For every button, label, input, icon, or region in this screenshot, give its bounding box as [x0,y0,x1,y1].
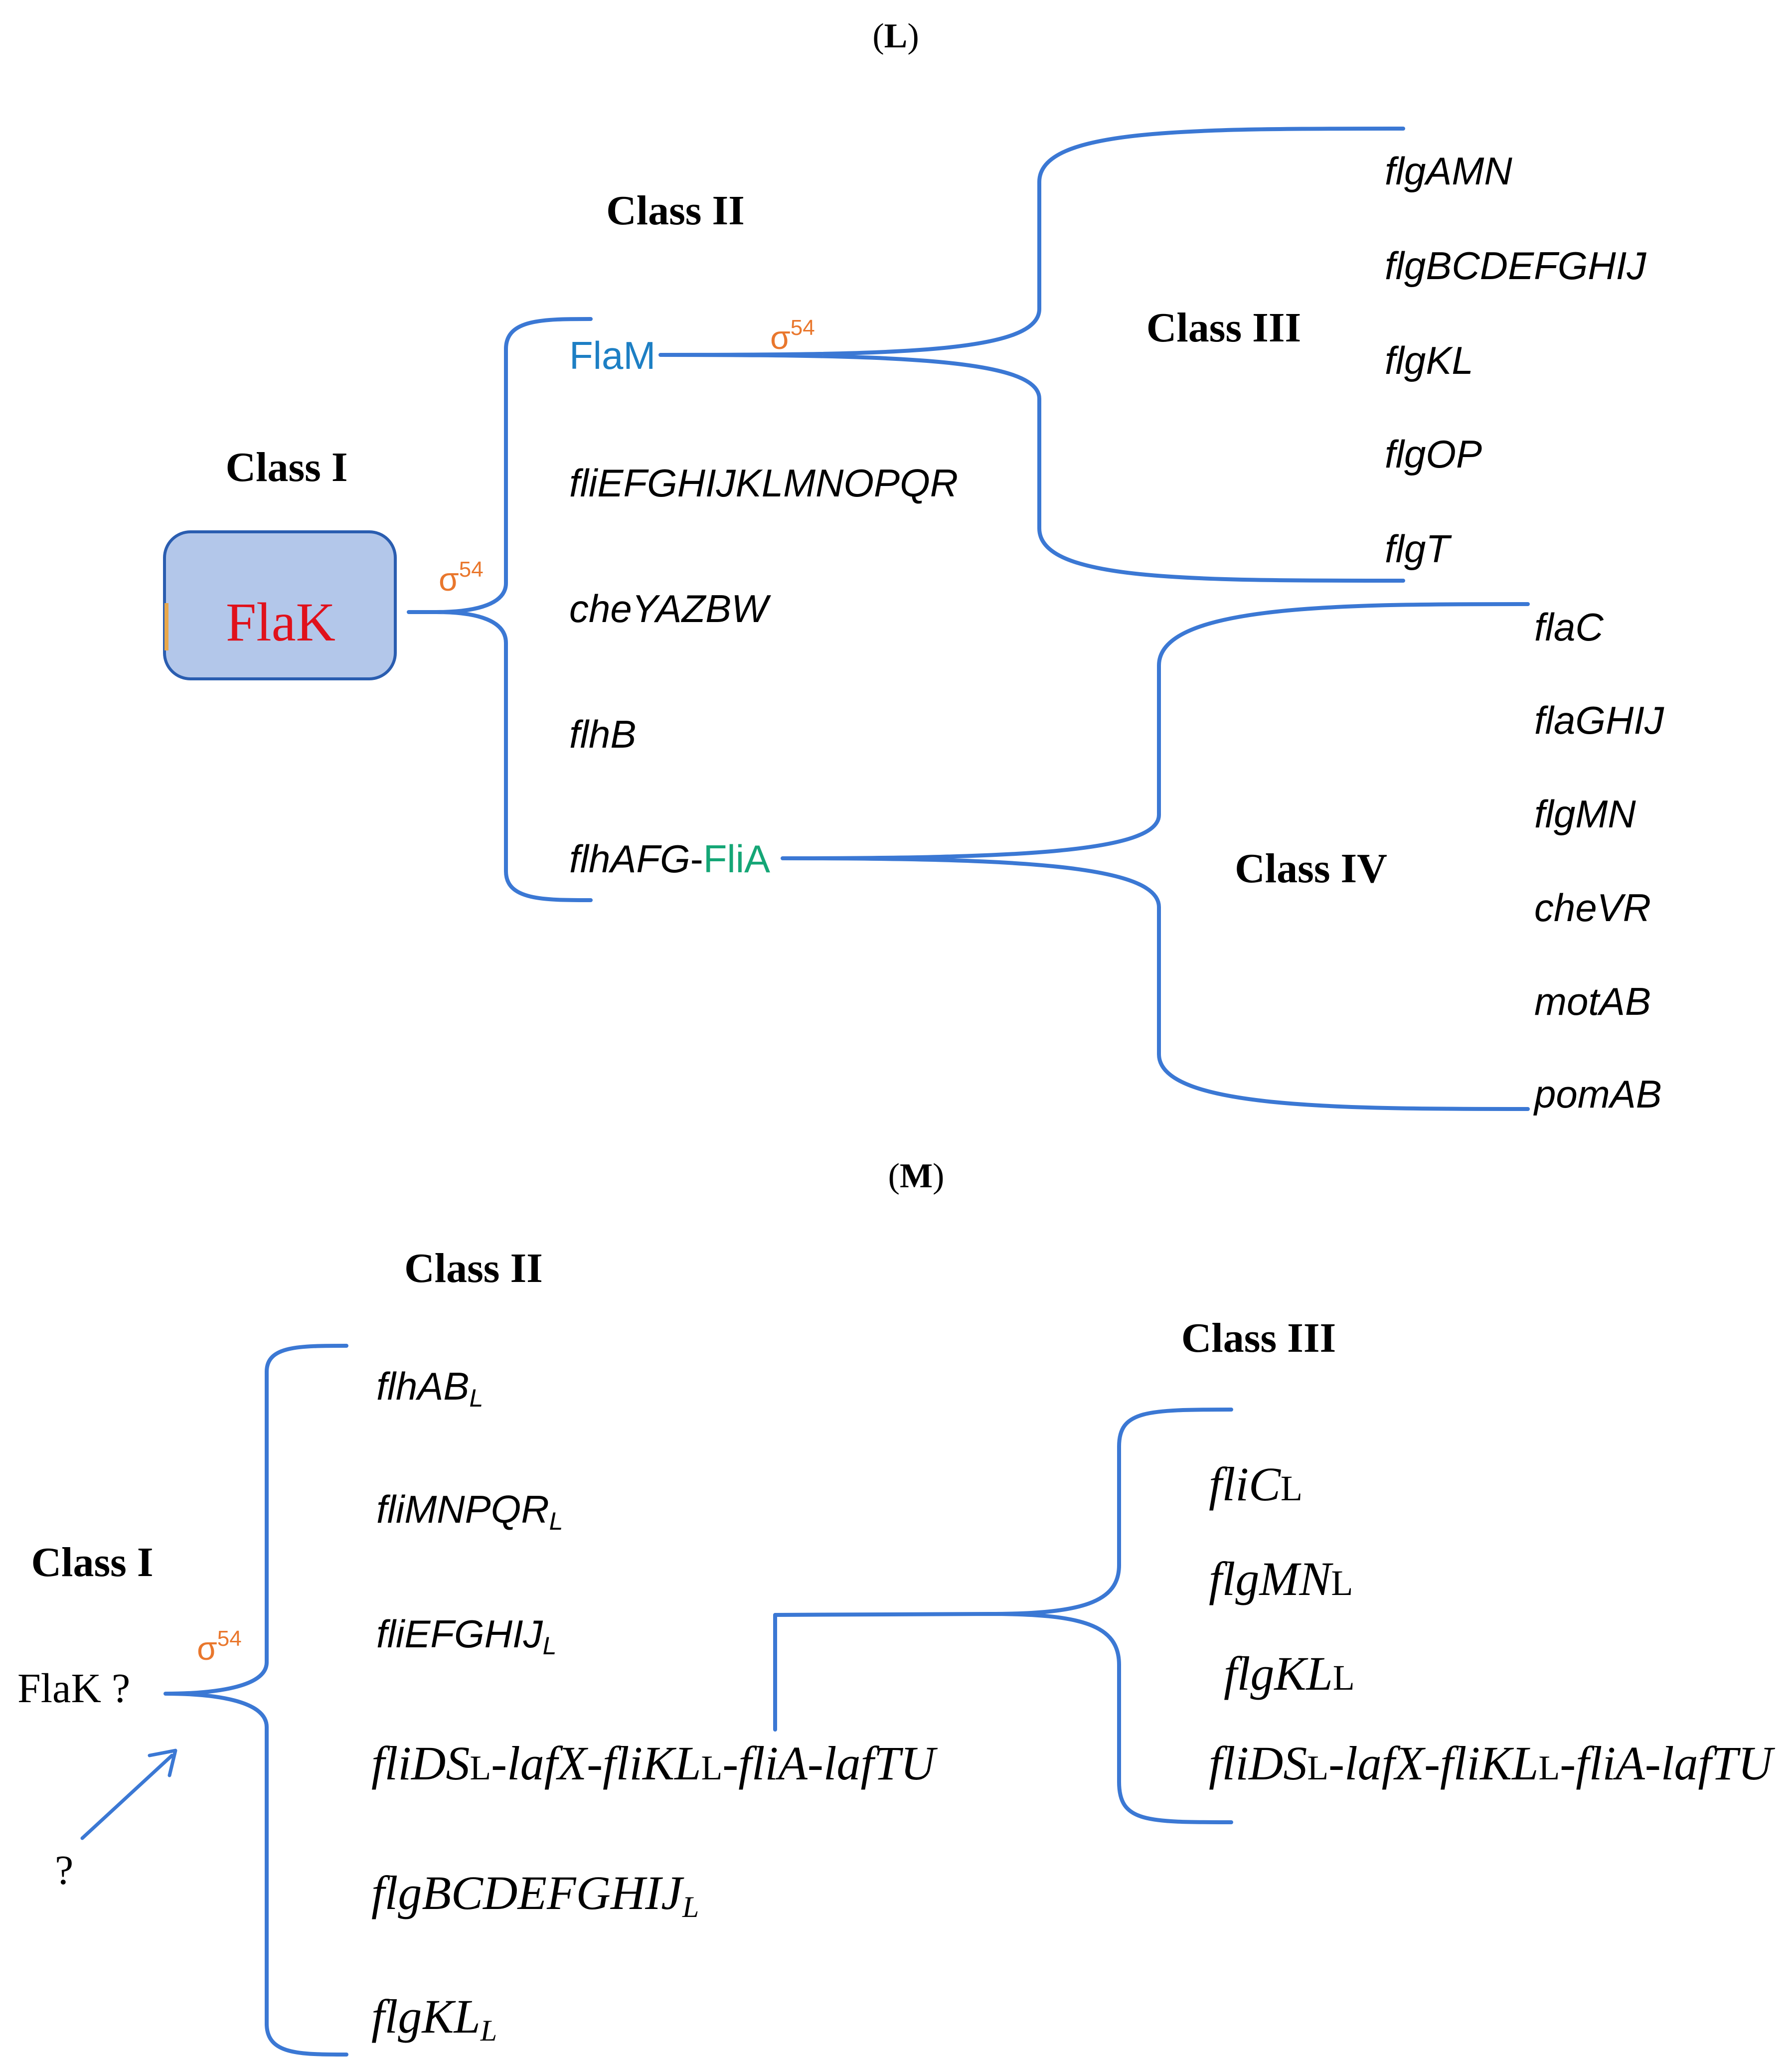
panel-l-label: (L) [872,17,919,55]
class2-gene-m: flgKLL [371,1990,497,2047]
class4-gene: flaC [1534,605,1604,649]
upstream-arrow-head [148,1748,177,1777]
class3-gene-m: flgMNL [1209,1552,1353,1605]
class4-gene: flgMN [1534,792,1636,836]
panel-l-class2-heading: Class II [606,187,745,234]
class2-brace-m [163,1344,348,2057]
class3-brace-m [773,1408,1233,1824]
class2-gene: fliEFGHIJKLMNOPQR [569,461,958,505]
class3-brace [658,127,1405,583]
panel-m-label: (M) [888,1157,945,1195]
panel-l-class1-heading: Class I [225,444,347,490]
flak-question-label: FlaK ? [17,1665,130,1712]
class3-gene-m: flgKLL [1224,1647,1355,1700]
sigma54-label-flam: σ54 [770,316,815,356]
panel-m-letter: M [900,1157,933,1195]
class2-brace [434,317,593,902]
class2-gene-m: flgBCDEFGHIJL [371,1866,699,1923]
sigma54-label-m: σ54 [197,1626,242,1667]
panel-l-class4-heading: Class IV [1235,845,1387,892]
sigma54-label-flak: σ54 [439,557,484,598]
flam-label: FlaM [569,333,655,377]
class2-gene: flhB [569,712,636,756]
class2-gene-m: fliMNPQRL [376,1487,563,1535]
panel-m: (M) Class II Class III Class I FlaK ? ? … [17,1157,1776,2057]
class3-operon-m: fliDSL-lafX-fliKLL-fliA-lafTU [1209,1737,1776,1790]
panel-l-letter: L [884,17,908,55]
class3-gene: flgAMN [1385,149,1512,193]
class4-brace [781,602,1530,1111]
class4-gene: cheVR [1534,886,1651,930]
panel-m-class2-heading: Class II [404,1245,543,1291]
class2-gene: cheYAZBW [569,587,771,631]
class2-gene-m: flhABL [376,1364,483,1412]
class2-operon-m: fliDSL-lafX-fliKLL-fliA-lafTU [371,1737,938,1790]
class3-gene: flgKL [1385,338,1473,382]
flak-label: FlaK [226,592,335,652]
panel-l-class3-heading: Class III [1146,305,1301,351]
class4-gene: flaGHIJ [1534,698,1664,742]
upstream-question-label: ? [55,1847,73,1894]
class3-gene: flgBCDEFGHIJ [1385,244,1646,288]
flak-box-accent [164,603,168,650]
panel-m-class1-heading: Class I [31,1539,153,1586]
upstream-arrow [80,1753,174,1840]
flhafg-flia-label: flhAFG-FliA [569,837,770,881]
class4-gene: pomAB [1533,1072,1662,1116]
class4-gene: motAB [1534,979,1651,1023]
panel-l: (L) Class II Class I Class III Class IV … [163,17,1664,1116]
class3-gene: flgT [1385,527,1452,571]
class2-gene-m: fliEFGHIJL [376,1612,556,1660]
class3-gene-m: fliCL [1209,1457,1303,1511]
class3-gene: flgOP [1385,432,1482,476]
panel-m-class3-heading: Class III [1181,1315,1336,1361]
